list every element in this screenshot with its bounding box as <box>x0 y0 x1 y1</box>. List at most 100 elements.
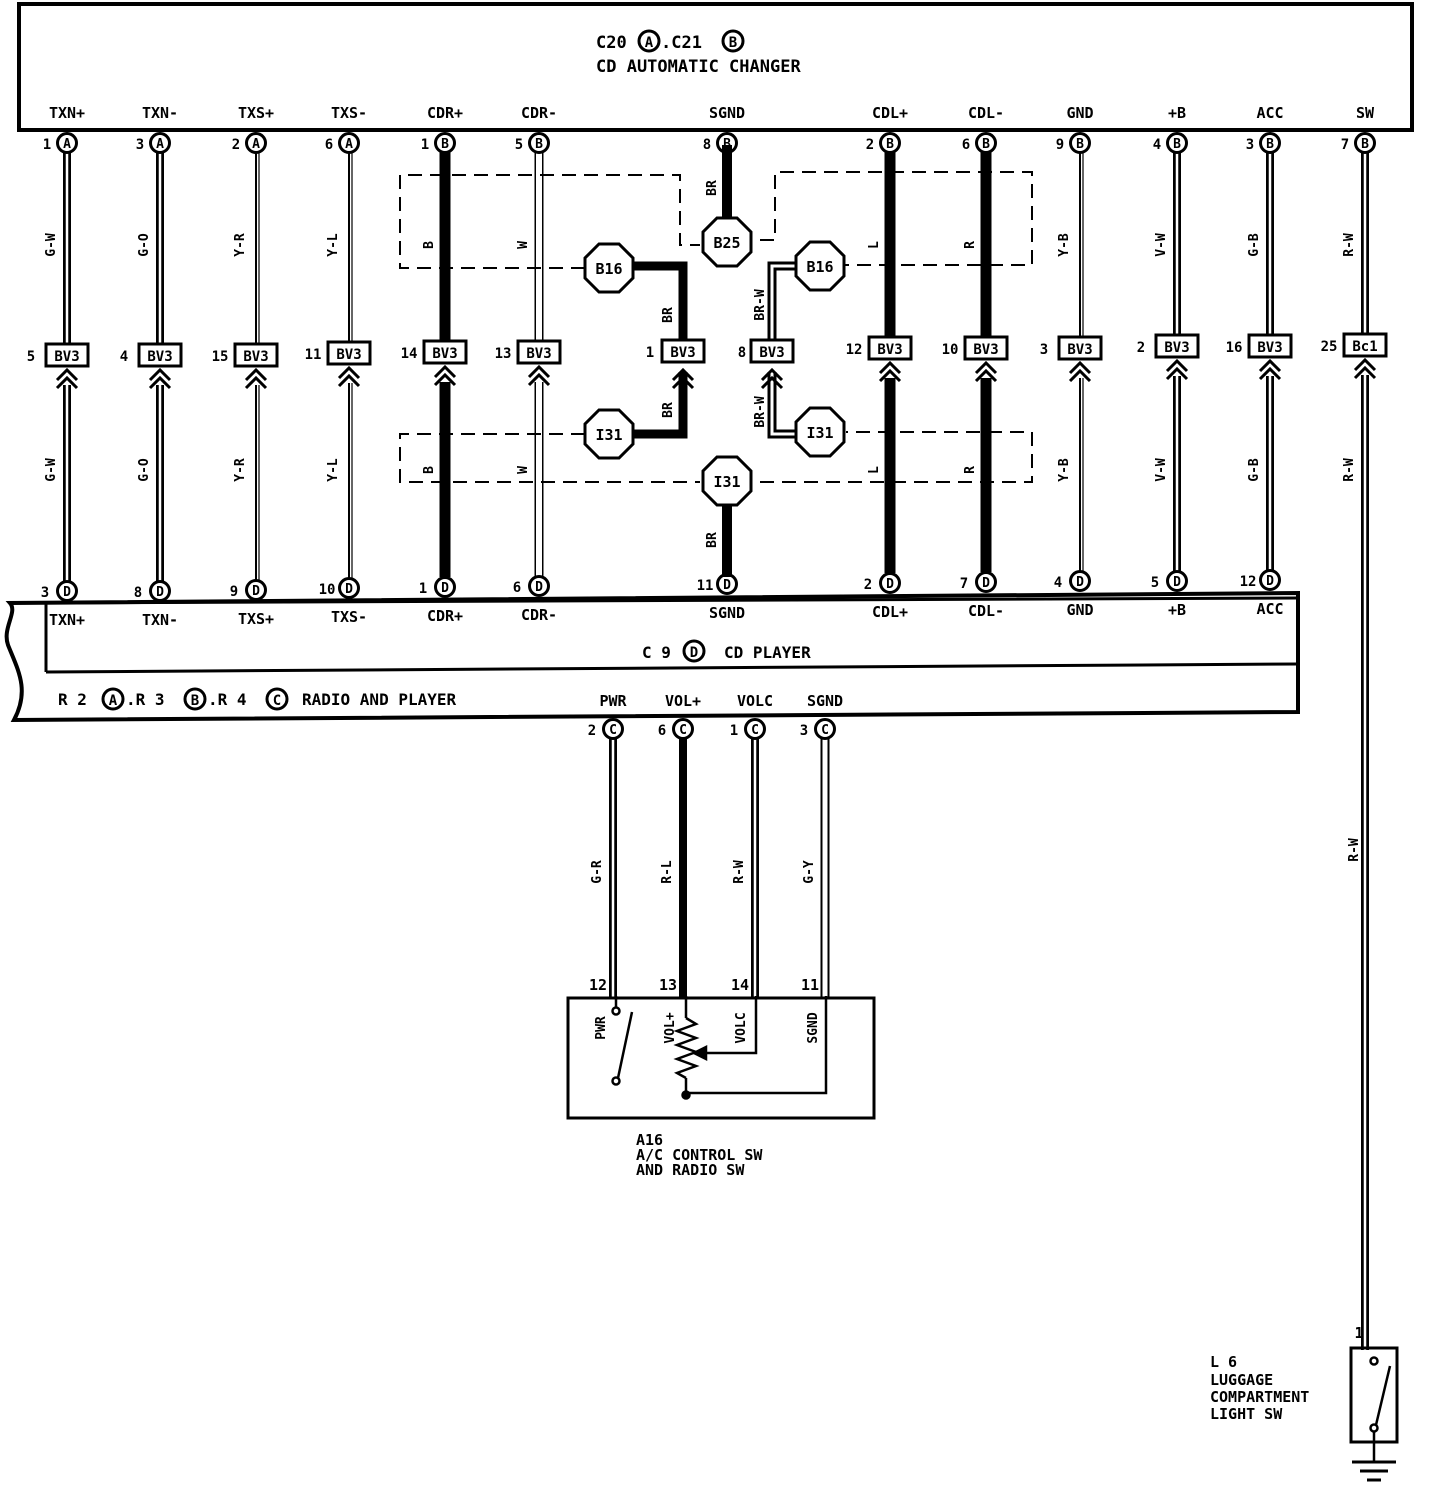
wire-color-label: B <box>422 466 437 474</box>
luggage-line2: COMPARTMENT <box>1210 1388 1309 1406</box>
connector-letter: D <box>1173 575 1181 590</box>
pin-number: 6 <box>513 580 521 596</box>
connector-letter: D <box>345 582 353 597</box>
connector-circle <box>879 132 901 154</box>
connector-letter: C <box>609 723 617 738</box>
connector-letter: A <box>63 137 71 152</box>
wire-color-label: V-W <box>1154 458 1169 482</box>
volume-potentiometer <box>673 996 828 1100</box>
terminal-label: CDR- <box>521 606 557 624</box>
pin-number: 6 <box>962 137 970 153</box>
terminal-label: CDR+ <box>427 607 463 625</box>
terminal-label: CDR+ <box>427 104 463 122</box>
pin-number: 7 <box>960 576 968 592</box>
changer-name: CD AUTOMATIC CHANGER <box>596 57 801 77</box>
wire <box>255 152 260 344</box>
radio-code-3: .R 4 <box>208 690 247 709</box>
connector-letter: B <box>723 137 731 152</box>
switch-pin-label: SGND <box>806 1012 821 1043</box>
connector-circle <box>56 580 78 602</box>
pin-number: 8 <box>134 585 142 601</box>
radio-switch-wires: PWRC2G-R12VOL+C6R-L13VOLCC1R-W14SGNDC3G-… <box>588 692 843 998</box>
wire-color-label: G-O <box>137 233 152 257</box>
radio-code-1: R 2 <box>58 690 87 709</box>
terminal-label: CDL+ <box>872 104 908 122</box>
junction-pin: 1 <box>646 345 654 361</box>
terminal-label: PWR <box>599 692 627 710</box>
wire-color-label: Y-L <box>326 458 341 482</box>
connector-letter: B <box>1361 137 1369 152</box>
wire-color-label: G-W <box>44 233 59 257</box>
pin-number: 5 <box>515 137 523 153</box>
connector-letter: C <box>821 723 829 738</box>
terminal-label: +B <box>1168 104 1186 122</box>
connector-circle <box>338 132 360 154</box>
ground-point-b25: B25 <box>701 216 753 268</box>
connector-letter: D <box>723 578 731 593</box>
wire-color-label: Y-B <box>1057 233 1072 257</box>
switch-pin-number: 14 <box>731 976 749 994</box>
luggage-line1: LUGGAGE <box>1210 1371 1273 1389</box>
junction-pin: 15 <box>212 349 229 365</box>
pin-number: 7 <box>1341 137 1349 153</box>
connector-circle <box>1069 570 1091 592</box>
terminal-label: GND <box>1066 104 1093 122</box>
junction-pin: 3 <box>1040 342 1048 358</box>
wire-color-label: G-W <box>44 458 59 482</box>
connector-circle <box>528 575 550 597</box>
ground-point-i31-left: I31 <box>583 408 635 460</box>
switch-pin-label: VOLC <box>734 1012 749 1043</box>
terminal-label: CDR- <box>521 104 557 122</box>
cd-player-outline <box>4 590 1300 723</box>
wire-color-label: R <box>963 241 978 249</box>
connector-circle <box>245 132 267 154</box>
pin-number: 5 <box>1151 575 1159 591</box>
ac-switch-line2: AND RADIO SW <box>636 1161 745 1179</box>
connector-letter: D <box>886 577 894 592</box>
connector-circle <box>879 572 901 594</box>
ground-point-label: I31 <box>713 473 740 491</box>
junction-label: BV3 <box>973 342 998 358</box>
connector-circle <box>744 718 766 740</box>
wire-color-label: Y-R <box>233 458 248 482</box>
wire-color-label: R-L <box>660 860 675 884</box>
wire-color-label: L <box>867 466 882 474</box>
pin-number: 4 <box>1054 575 1062 591</box>
junction-label: BV3 <box>670 345 695 361</box>
pin-number: 9 <box>1056 137 1064 153</box>
connector-letter: D <box>252 584 260 599</box>
pin-number: 12 <box>1240 574 1257 590</box>
connector-circle <box>434 132 456 154</box>
junction-pin: 25 <box>1321 339 1338 355</box>
wire-columns: TXN+A1G-WG-WBV35D3TXN+TXN-A3G-OG-OBV34D8… <box>27 104 1388 1350</box>
ground-point-i31-center: I31 <box>701 455 753 507</box>
wire-color-label: G-O <box>137 458 152 482</box>
junction-label: BV3 <box>243 349 268 365</box>
wire-label-br: BR <box>705 180 720 196</box>
changer-header-code: C20 <box>596 33 627 53</box>
wire-color-label: Y-B <box>1057 458 1072 482</box>
junction-label: Bc1 <box>1352 339 1377 355</box>
connector-letter: A <box>109 693 118 709</box>
wire <box>255 385 260 580</box>
terminal-label: VOL+ <box>665 692 701 710</box>
terminal-label: SGND <box>709 104 745 122</box>
connector-circle <box>814 718 836 740</box>
connector-letter: C <box>679 723 687 738</box>
pin-number: 6 <box>658 723 666 739</box>
terminal-label: +B <box>1168 601 1186 619</box>
junction-pin: 11 <box>305 347 322 363</box>
junction-label: BV3 <box>1164 340 1189 356</box>
wire-color-label: Y-L <box>326 233 341 257</box>
terminal-label: ACC <box>1256 104 1283 122</box>
connector-circle <box>265 687 289 711</box>
junction-label: BV3 <box>1257 340 1282 356</box>
connector-letter: B <box>1076 137 1084 152</box>
